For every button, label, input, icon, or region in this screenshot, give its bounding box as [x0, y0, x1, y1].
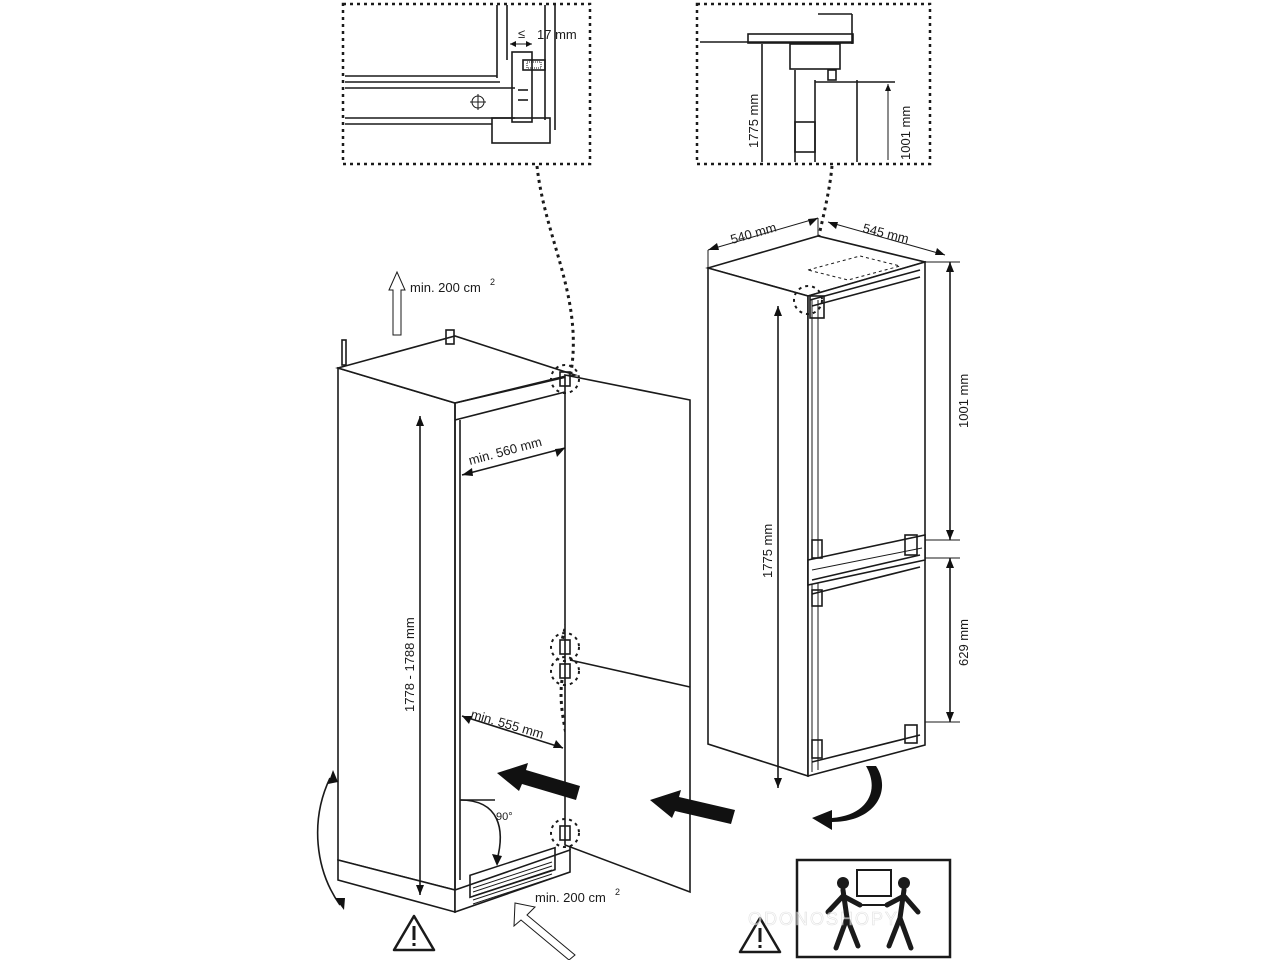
appliance-lower-dimension: 629 mm: [925, 557, 971, 723]
height-1775-label-detail: 1775 mm: [746, 94, 761, 148]
niche-height-dimension: 1778 - 1788 mm: [402, 416, 424, 895]
niche-bottom-width-dimension: min. 555 mm: [461, 706, 564, 749]
appliance-height-label: 1775 mm: [760, 524, 775, 578]
appliance-width-label: 540 mm: [729, 220, 778, 247]
vent-top-label: min. 200 cm: [410, 280, 481, 295]
two-person-lift-icon: [795, 858, 952, 959]
vent-bottom-sup: 2: [615, 887, 620, 897]
push-arrow-left: [497, 763, 580, 800]
rotate-arrow: [812, 766, 883, 830]
push-arrow-right: [650, 790, 735, 824]
vent-bottom-label: min. 200 cm: [535, 890, 606, 905]
niche-cabinet: [335, 329, 691, 914]
appliance-lower-label: 629 mm: [956, 619, 971, 666]
vent-bottom-arrow: min. 200 cm 2: [513, 887, 620, 960]
hinge-lte-symbol: ≤: [518, 26, 525, 41]
appliance-upper-label: 1001 mm: [956, 374, 971, 428]
niche-top-width-dimension: min. 560 mm: [461, 434, 566, 476]
appliance: [705, 235, 929, 778]
angle-label: 90°: [496, 811, 513, 823]
appliance-depth-label: 545 mm: [861, 220, 910, 246]
tilt-arrow: [316, 770, 345, 910]
appliance-height-dimension: 1775 mm: [760, 306, 782, 788]
height-detail-view: 1775 mm 1001 mm: [695, 2, 932, 166]
hinge-detail-view: ≤ 17 mm: [341, 2, 592, 166]
warning-icon: [392, 914, 436, 952]
warning-icon: [738, 916, 782, 954]
niche-top-width-label: min. 560 mm: [467, 434, 543, 468]
niche-height-label: 1778 - 1788 mm: [402, 617, 417, 712]
angle-90-marker: 90°: [459, 799, 513, 866]
vent-top-arrow: min. 200 cm 2: [388, 270, 495, 336]
hinge-dimension-label: 17 mm: [537, 27, 577, 42]
height-1001-label-detail: 1001 mm: [898, 106, 913, 160]
niche-bottom-width-label: min. 555 mm: [469, 706, 545, 741]
appliance-upper-dimension: 1001 mm: [925, 261, 971, 541]
watermark: ODONOSHOPY: [748, 909, 899, 929]
connector-curve-left: [535, 165, 575, 379]
vent-top-sup: 2: [490, 277, 495, 287]
